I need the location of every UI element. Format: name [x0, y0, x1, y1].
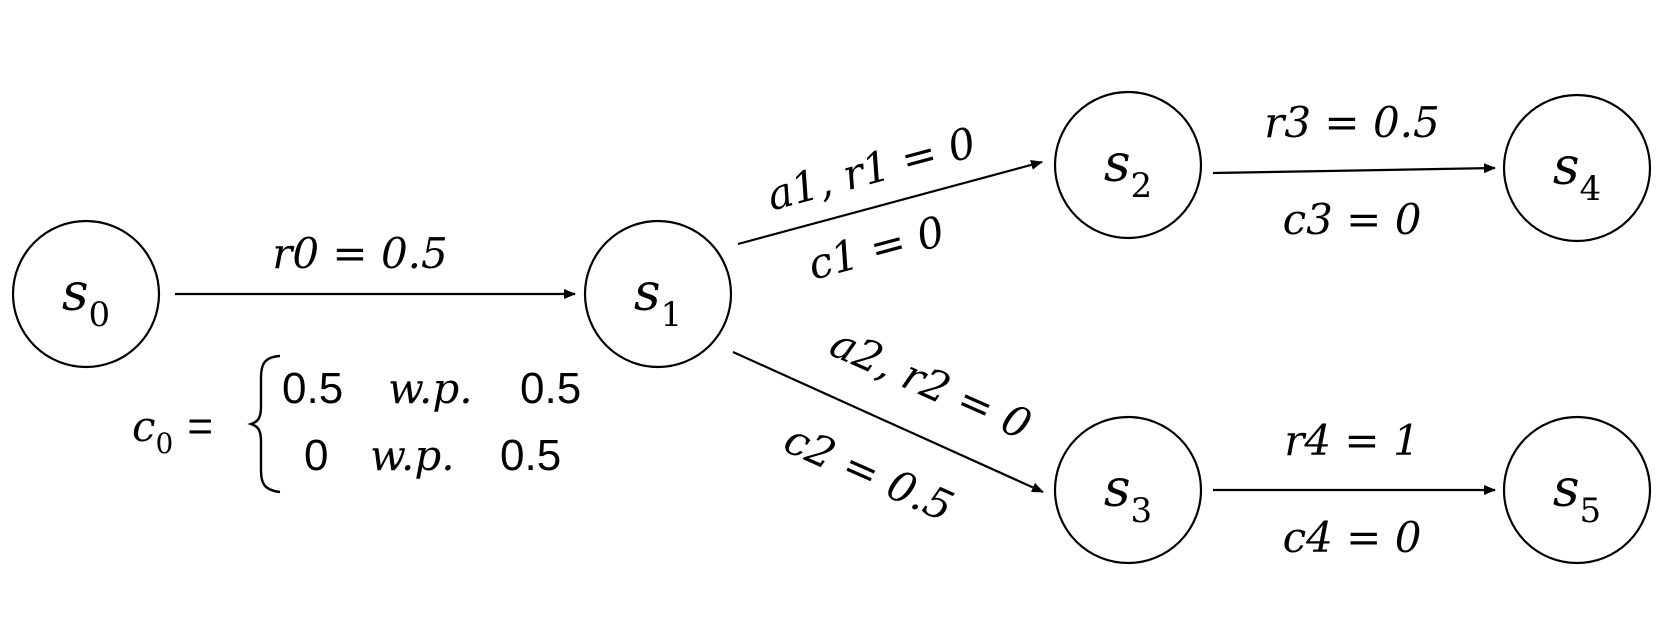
- case-1-condition: w.p.: [388, 364, 473, 413]
- edge-s2-s4: [1212, 163, 1496, 175]
- node-s5: s5: [1502, 415, 1652, 565]
- edge-s1-s3: [732, 350, 1044, 494]
- svg-text:c0=: c0=: [132, 402, 213, 460]
- case-2-condition: w.p.: [370, 431, 455, 480]
- node-s4: s4: [1502, 93, 1652, 243]
- edge-label-r4: r4 = 1: [1284, 416, 1419, 465]
- edge-label-r3: r3 = 0.5: [1264, 98, 1440, 147]
- edge-s1-s2: [737, 160, 1043, 246]
- node-s2: s2: [1053, 90, 1203, 240]
- edge-label-a2-r2: a2, r2 = 0: [823, 318, 1038, 450]
- case-2-prob: 0.5: [500, 431, 561, 480]
- edge-label-c1: c1 = 0: [803, 206, 950, 289]
- edge-label-c4: c4 = 0: [1283, 513, 1422, 562]
- node-s1: s1: [583, 219, 733, 369]
- left-brace: [247, 354, 281, 494]
- edge-label-c3: c3 = 0: [1283, 195, 1422, 244]
- svg-text:s3: s3: [1104, 459, 1152, 531]
- case-1-prob: 0.5: [520, 364, 581, 413]
- node-s0: s0: [11, 219, 161, 369]
- edge-label-r0: r0 = 0.5: [272, 229, 448, 278]
- edge-label-c2: c2 = 0.5: [777, 414, 960, 532]
- svg-text:s1: s1: [634, 263, 682, 335]
- case-1-value: 0.5: [282, 364, 343, 413]
- svg-text:s2: s2: [1104, 134, 1152, 206]
- case-2-value: 0: [304, 431, 328, 480]
- edge-label-a1-r1: a1, r1 = 0: [762, 118, 981, 221]
- c0-piecewise: c0= 0.5 w.p. 0.5 0 w.p. 0.5: [132, 354, 581, 494]
- svg-text:s4: s4: [1553, 137, 1601, 209]
- node-s3: s3: [1053, 415, 1203, 565]
- svg-text:s0: s0: [62, 263, 110, 335]
- svg-text:s5: s5: [1553, 459, 1601, 531]
